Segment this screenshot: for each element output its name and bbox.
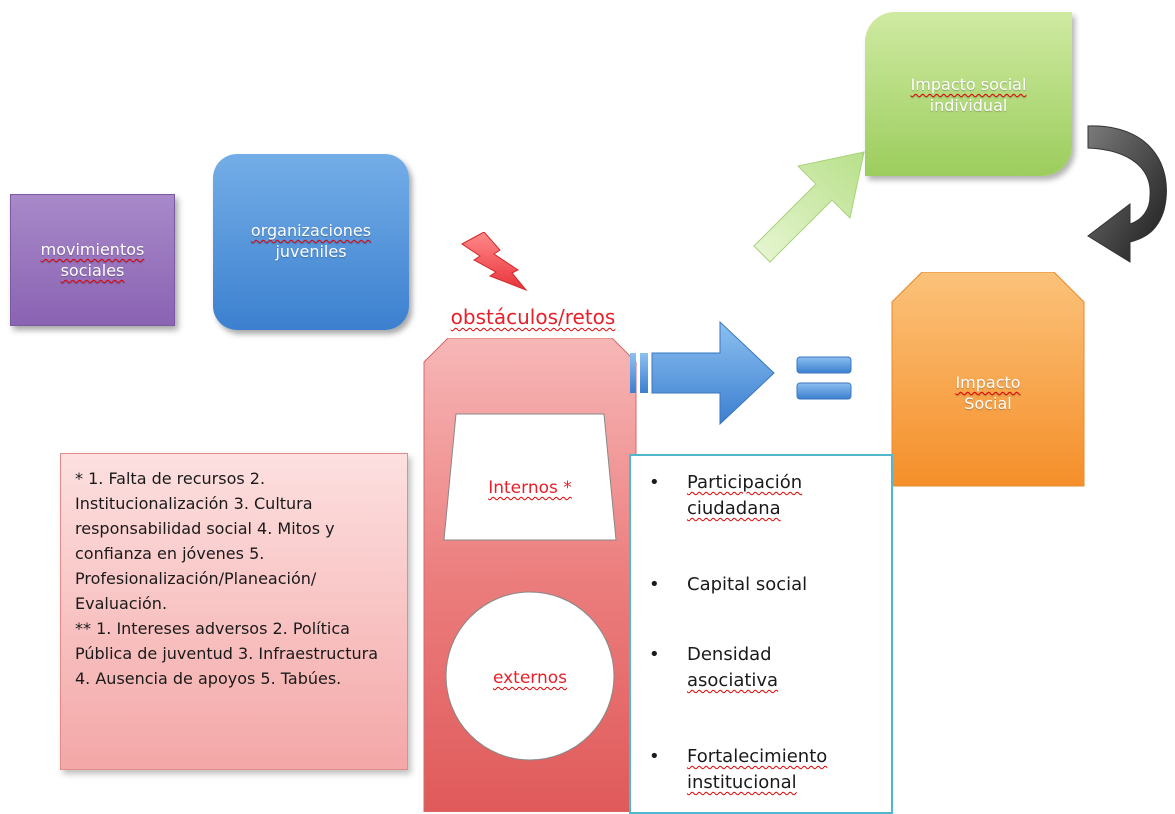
impacto-social-individual-label: Impacto social individual (910, 75, 1027, 115)
bullet-icon: • (649, 472, 660, 493)
movimientos-sociales-label: movimientos sociales (40, 240, 145, 280)
externos-shape (445, 591, 615, 761)
obstaculos-retos-title: obstáculos/retos (450, 305, 616, 329)
equals-icon (796, 356, 852, 400)
impacto-social-label: Impacto Social (955, 373, 1021, 413)
bullet-icon: • (649, 746, 660, 767)
notes-box: * 1. Falta de recursos 2. Institucionali… (60, 453, 408, 770)
internos-shape (443, 413, 617, 541)
externos-label: externos (492, 668, 568, 688)
bullet-icon: • (649, 574, 660, 595)
curved-down-arrow-icon (1087, 125, 1167, 263)
lightning-bolt-icon (461, 232, 528, 292)
external-obstacles-note: ** 1. Intereses adversos 2. Política Púb… (75, 619, 379, 688)
internal-obstacles-note: * 1. Falta de recursos 2. Institucionali… (75, 469, 335, 613)
outcomes-list: • Participación ciudadana • Capital soci… (629, 454, 893, 814)
movimientos-sociales-box: movimientos sociales (10, 194, 175, 326)
organizaciones-juveniles-box: organizaciones juveniles (213, 154, 409, 330)
obstaculos-container (423, 338, 637, 812)
big-right-arrow-icon (630, 320, 775, 426)
impacto-social-individual-box: Impacto social individual (865, 12, 1072, 176)
bullet-icon: • (649, 644, 660, 665)
internos-label: Internos * (488, 478, 572, 498)
impacto-social-box (891, 272, 1085, 487)
organizaciones-juveniles-label: organizaciones juveniles (250, 221, 372, 261)
diagonal-up-arrow-icon (753, 151, 865, 263)
